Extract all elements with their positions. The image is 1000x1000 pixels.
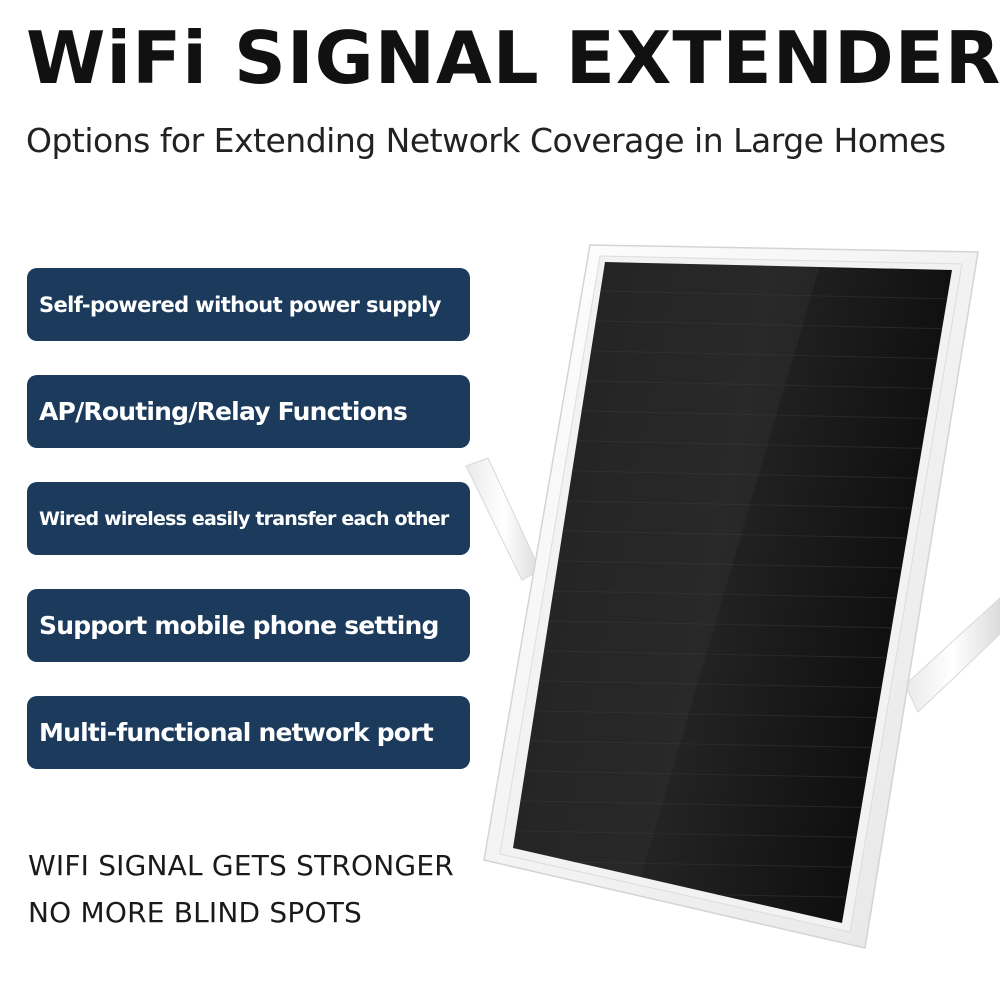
tagline-stronger: WIFI SIGNAL GETS STRONGER — [28, 849, 454, 882]
right-antenna — [904, 597, 1000, 713]
solar-panel — [513, 262, 952, 923]
feature-list: Self-powered without power supply AP/Rou… — [27, 268, 470, 803]
left-antenna — [465, 457, 541, 581]
page-title: WiFi SIGNAL EXTENDER — [26, 16, 1000, 100]
feature-item-mobile-setting: Support mobile phone setting — [27, 589, 470, 662]
solar-panel-device-image — [465, 244, 1000, 949]
feature-item-network-port: Multi-functional network port — [27, 696, 470, 769]
page-subtitle: Options for Extending Network Coverage i… — [26, 121, 946, 160]
feature-item-self-powered: Self-powered without power supply — [27, 268, 470, 341]
tagline-no-blind-spots: NO MORE BLIND SPOTS — [28, 896, 362, 929]
feature-item-ap-routing-relay: AP/Routing/Relay Functions — [27, 375, 470, 448]
feature-item-wired-wireless: Wired wireless easily transfer each othe… — [27, 482, 470, 555]
